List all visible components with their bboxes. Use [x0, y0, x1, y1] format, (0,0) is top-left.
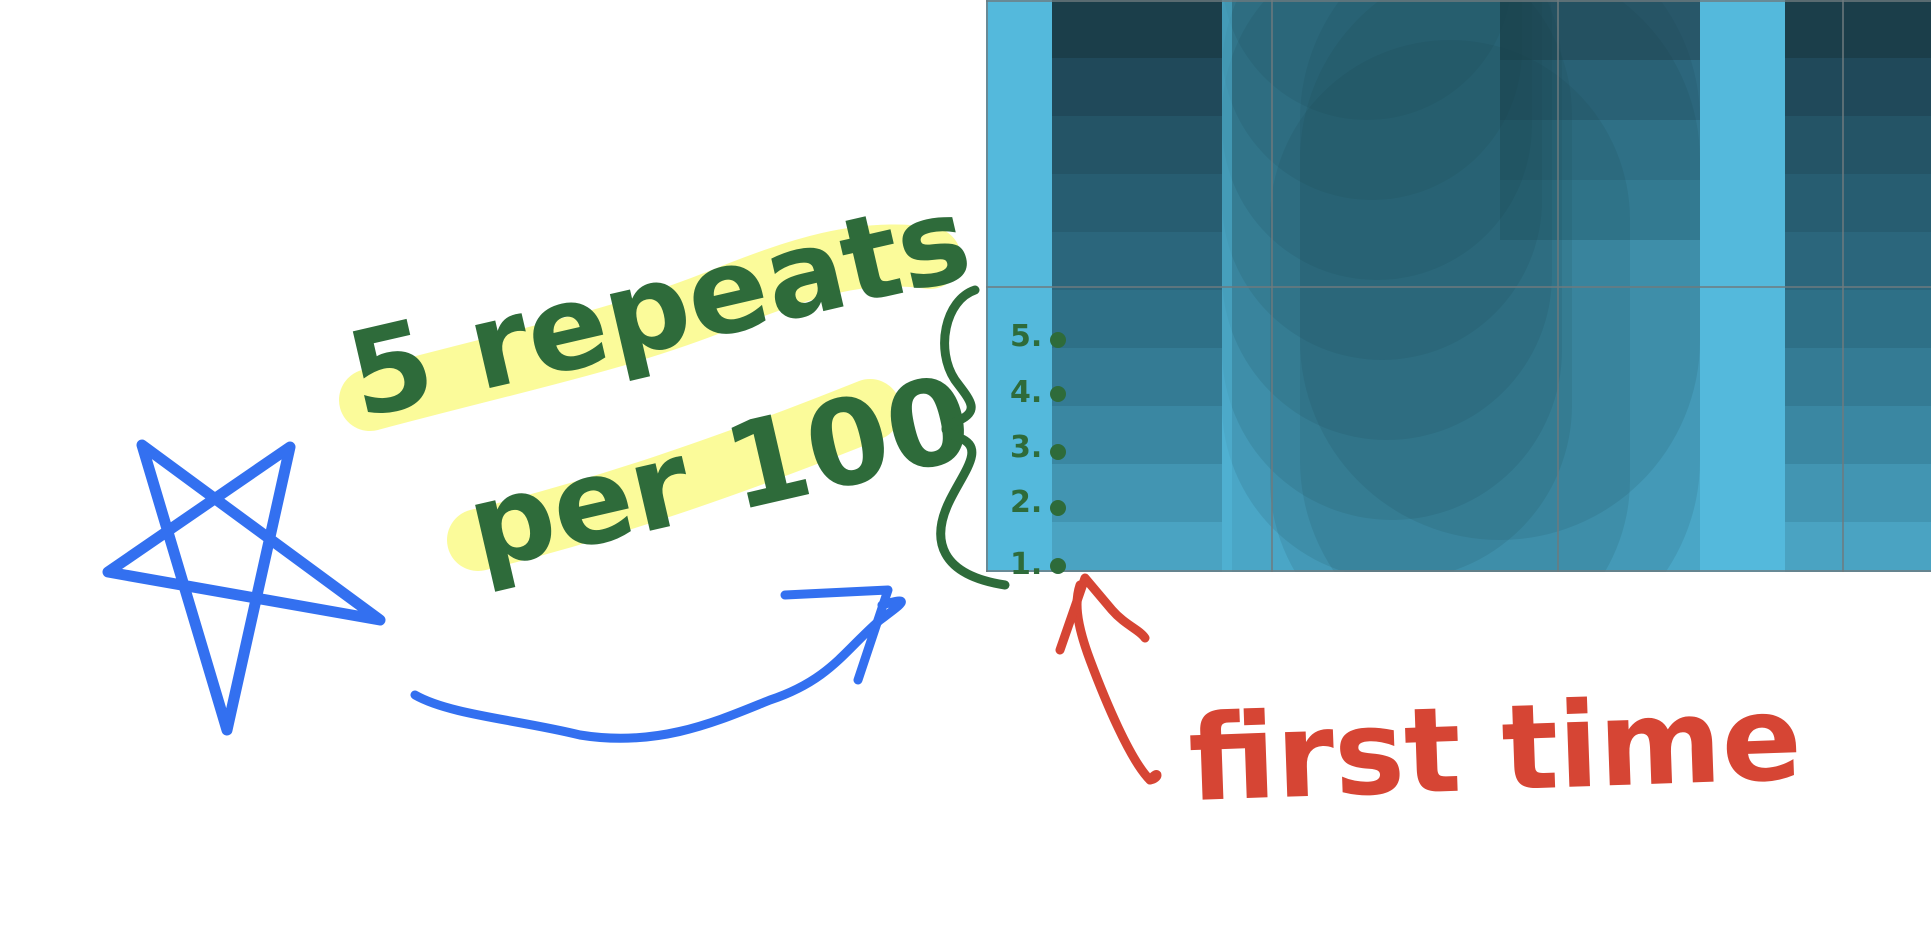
row-stripes: [1052, 0, 1931, 572]
star-icon: [102, 439, 386, 736]
first-time-annotation: first time: [1186, 669, 1804, 828]
row-label-5: 5.: [1010, 319, 1042, 354]
grid-image: [986, 0, 1931, 572]
up-arrow-icon: [1055, 573, 1162, 785]
row-label-4: 4.: [1010, 375, 1042, 410]
grid-lines: [986, 0, 1931, 572]
row-label-3: 3.: [1010, 430, 1042, 465]
row-labels: 5. 4. 3. 2. 1.: [1010, 319, 1042, 582]
row-dots: [1050, 332, 1066, 574]
row-label-1: 1.: [1010, 547, 1042, 582]
row-label-2: 2.: [1010, 485, 1042, 520]
curved-arrow-icon: [410, 585, 906, 743]
overlapping-arches: [1222, 0, 1700, 572]
main-annotation: 5 repeats per 100: [335, 169, 983, 598]
brace-icon: [936, 285, 1010, 590]
highlight-strokes: [339, 224, 961, 571]
